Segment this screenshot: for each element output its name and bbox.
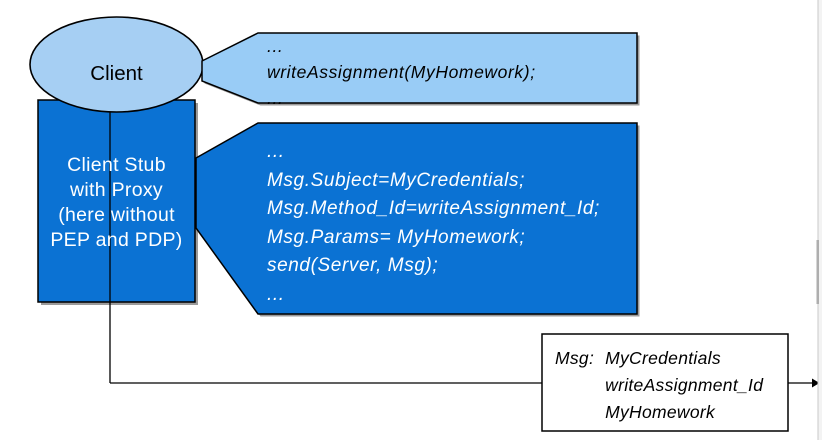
- client-stub-label-line: PEP and PDP): [50, 229, 183, 251]
- client-stub-label-line: with Proxy: [70, 179, 163, 201]
- client-stub-label-line: Client Stub: [67, 154, 166, 176]
- message-box-value: MyCredentials: [605, 348, 721, 368]
- stub-code-line: Msg.Params= MyHomework;: [267, 226, 526, 248]
- client-code-callout: [201, 32, 638, 104]
- client-code-text: ... writeAssignment(MyHomework); ...: [267, 33, 536, 111]
- message-box: [541, 333, 789, 432]
- message-box-value: writeAssignment_Id: [605, 375, 764, 395]
- stub-code-callout: [195, 122, 638, 315]
- stub-code-line: send(Server, Msg);: [267, 255, 439, 277]
- client-code-line: writeAssignment(MyHomework);: [267, 62, 536, 82]
- message-box-values: MyCredentials writeAssignment_Id MyHomew…: [605, 345, 763, 426]
- scrollbar-thumb[interactable]: [816, 240, 820, 304]
- scrollbar-track[interactable]: [818, 0, 822, 440]
- client-code-line: ...: [267, 88, 284, 108]
- client-stub-box: [37, 99, 196, 303]
- client-label: Client: [90, 62, 143, 85]
- stub-code-line: ...: [267, 283, 285, 305]
- stub-code-text: ... Msg.Subject=MyCredentials; Msg.Metho…: [267, 138, 600, 310]
- message-box-text: Msg: MyCredentials writeAssignment_Id My…: [555, 345, 763, 426]
- arrow-head-icon: [812, 378, 820, 388]
- client-stub-label-line: (here without: [58, 204, 175, 226]
- stub-code-line: ...: [267, 141, 285, 162]
- message-box-label: Msg:: [555, 348, 595, 368]
- stub-code-line: Msg.Subject=MyCredentials;: [267, 169, 525, 191]
- client-code-line: ...: [267, 36, 284, 56]
- stub-code-line: Msg.Method_Id=writeAssignment_Id;: [267, 198, 600, 220]
- message-box-value: MyHomework: [605, 402, 716, 422]
- client-stub-label: Client Stub with Proxy (here without PEP…: [38, 153, 195, 253]
